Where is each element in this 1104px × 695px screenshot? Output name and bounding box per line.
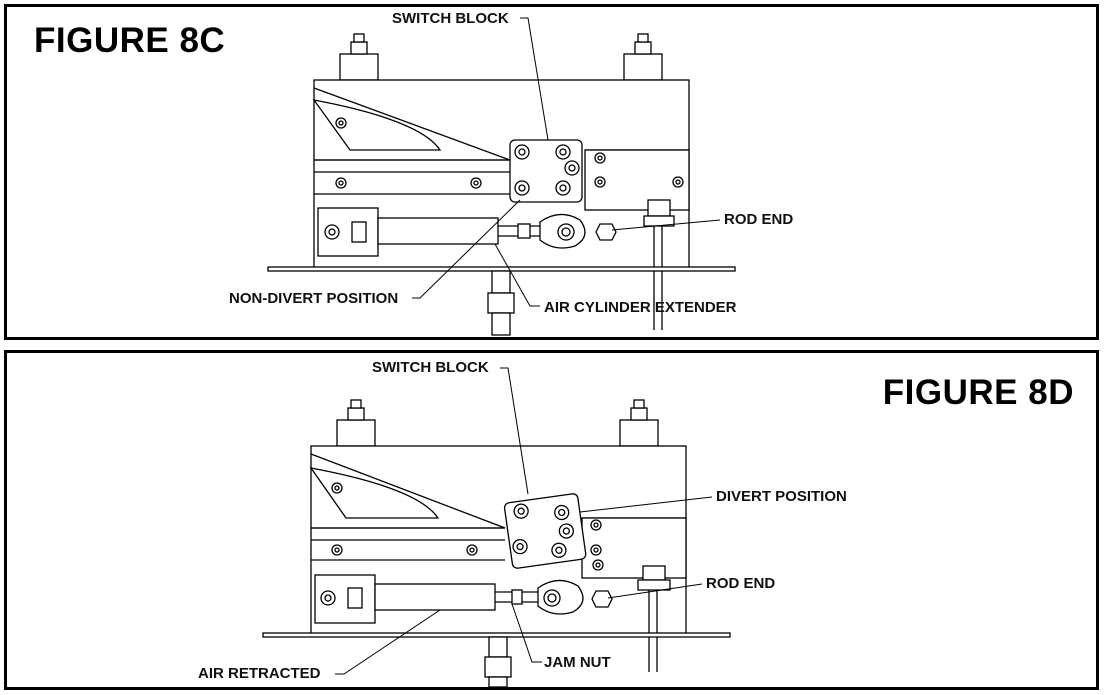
bottom-fitting — [484, 636, 512, 688]
leader-rod-end — [611, 219, 721, 231]
air-cylinder — [317, 207, 540, 257]
cam-wedge — [310, 453, 506, 529]
figure-8d-assembly — [262, 367, 731, 688]
rod-end — [539, 213, 617, 249]
label-non-divert-position: NON-DIVERT POSITION — [229, 290, 399, 307]
label-rod-end-8c: ROD END — [724, 211, 794, 228]
leader-air-retracted — [335, 609, 441, 675]
switch-block — [509, 139, 583, 203]
switch-block — [503, 493, 587, 569]
label-air-retracted: AIR RETRACTED — [198, 665, 321, 682]
label-switch-block-8d: SWITCH BLOCK — [372, 359, 489, 376]
top-fitting-right — [623, 33, 663, 81]
leader-switch-block — [500, 367, 529, 495]
top-fitting-left — [339, 33, 379, 81]
label-air-cylinder-extender: AIR CYLINDER EXTENDER — [544, 299, 737, 316]
top-fitting-left — [336, 399, 376, 447]
leader-rod-end — [607, 583, 703, 599]
label-switch-block-8c: SWITCH BLOCK — [392, 10, 509, 27]
leader-jam-nut — [511, 603, 542, 663]
figure-8c-title: FIGURE 8C — [34, 21, 226, 60]
figure-8c-assembly — [267, 17, 736, 336]
rod-end — [537, 579, 613, 615]
sensor-rod — [643, 199, 675, 330]
sensor-rod — [637, 565, 671, 672]
label-divert-position: DIVERT POSITION — [716, 488, 847, 505]
leader-air-cylinder — [494, 243, 540, 307]
label-jam-nut: JAM NUT — [544, 654, 611, 671]
leader-non-divert — [412, 199, 521, 299]
jam-nut — [511, 589, 523, 605]
top-fitting-right — [619, 399, 659, 447]
label-rod-end-8d: ROD END — [706, 575, 776, 592]
bottom-fitting — [487, 270, 515, 336]
figure-8d-title: FIGURE 8D — [882, 373, 1074, 412]
air-cylinder — [314, 574, 538, 624]
leader-divert-position — [579, 496, 713, 513]
leader-switch-block — [520, 17, 549, 141]
